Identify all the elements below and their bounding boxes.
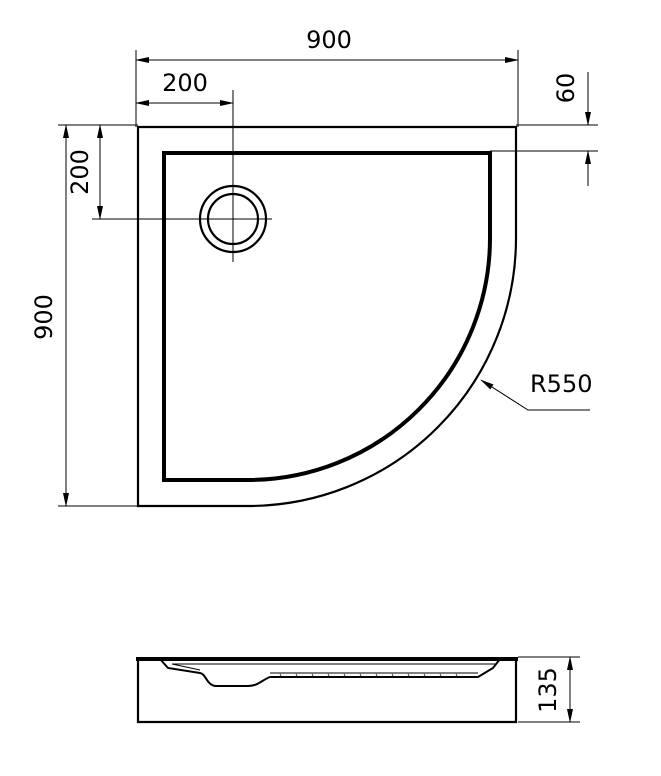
dimension-width-label: 900 — [306, 26, 352, 54]
dimension-depth-label: 900 — [30, 294, 58, 340]
dimension-drain-x-label: 200 — [162, 69, 208, 97]
dimension-rim-label: 60 — [552, 73, 580, 104]
tray-outer-outline — [136, 125, 518, 508]
dimension-radius-label: R550 — [530, 370, 592, 398]
side-basin-slope — [171, 663, 201, 671]
side-basin-hatching — [279, 673, 459, 679]
side-view: 135 — [136, 656, 580, 724]
top-view: 900 200 900 200 60 R550 — [30, 26, 598, 508]
radius-leader-line — [480, 379, 590, 411]
dimension-drain-y-label: 200 — [66, 149, 94, 195]
dimension-height-label: 135 — [534, 667, 562, 713]
tray-inner-basin — [162, 151, 492, 482]
side-basin-profile — [159, 658, 501, 687]
